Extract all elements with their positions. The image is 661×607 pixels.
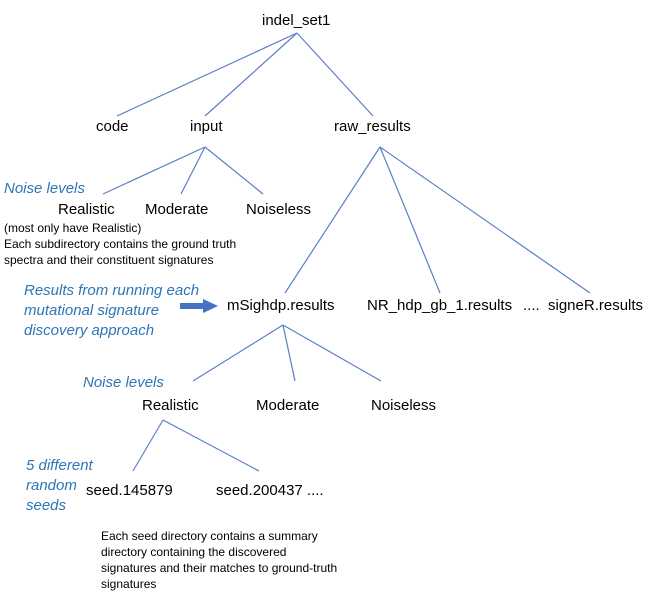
node-seed-200437: seed.200437 ....	[216, 482, 324, 499]
node-indel-set1: indel_set1	[262, 12, 331, 29]
annotation-noise-levels-results: Noise levels	[83, 374, 164, 391]
node-moderate: Moderate	[256, 397, 320, 414]
annotation-noise-levels-input: Noise levels	[4, 180, 85, 197]
arrow-shaft	[180, 303, 204, 309]
arrow	[180, 299, 218, 313]
node-realistic: Realistic	[142, 397, 199, 414]
node-input-noiseless: Noiseless	[246, 201, 312, 218]
node-input: input	[190, 118, 223, 135]
edge-raw-signer	[379, 146, 591, 294]
node-msighdp-results: mSighdp.results	[227, 297, 335, 314]
edge-msighdp-realistic	[192, 324, 284, 382]
edge-realistic-seed2	[162, 419, 260, 472]
edge-root-code	[116, 32, 298, 117]
arrow-head	[203, 299, 218, 313]
node-input-moderate: Moderate	[145, 201, 209, 218]
node-seed-145879: seed.145879	[86, 482, 173, 499]
edge-input-noiseless	[204, 146, 264, 195]
edge-msighdp-moderate	[282, 324, 296, 382]
annotation-five-random-seeds: 5 different random seeds	[26, 457, 93, 514]
annotation-each-subdirectory: Each subdirectory contains the ground tr…	[4, 237, 237, 267]
node-signer-results: signeR.results	[548, 297, 644, 314]
node-nr-hdp-results: NR_hdp_gb_1.results	[367, 297, 513, 314]
node-ellipsis: ....	[523, 297, 540, 314]
annotation-results-from: Results from running each mutational sig…	[24, 282, 200, 339]
edge-realistic-seed1	[132, 419, 164, 472]
tree-edges	[102, 32, 591, 472]
edge-raw-msighdp	[284, 146, 381, 294]
node-noiseless: Noiseless	[371, 397, 437, 414]
edge-msighdp-noiseless	[282, 324, 382, 382]
annotation-each-seed-directory: Each seed directory contains a summary d…	[101, 529, 338, 591]
node-input-realistic: Realistic	[58, 201, 115, 218]
edge-root-input	[204, 32, 298, 117]
edge-input-realistic	[102, 146, 206, 195]
edge-raw-nrhdp	[379, 146, 441, 294]
edge-input-moderate	[180, 146, 206, 195]
annotation-most-realistic: (most only have Realistic)	[4, 221, 142, 235]
node-raw-results: raw_results	[334, 118, 411, 135]
node-code: code	[96, 118, 129, 135]
edge-root-raw-results	[296, 32, 374, 117]
